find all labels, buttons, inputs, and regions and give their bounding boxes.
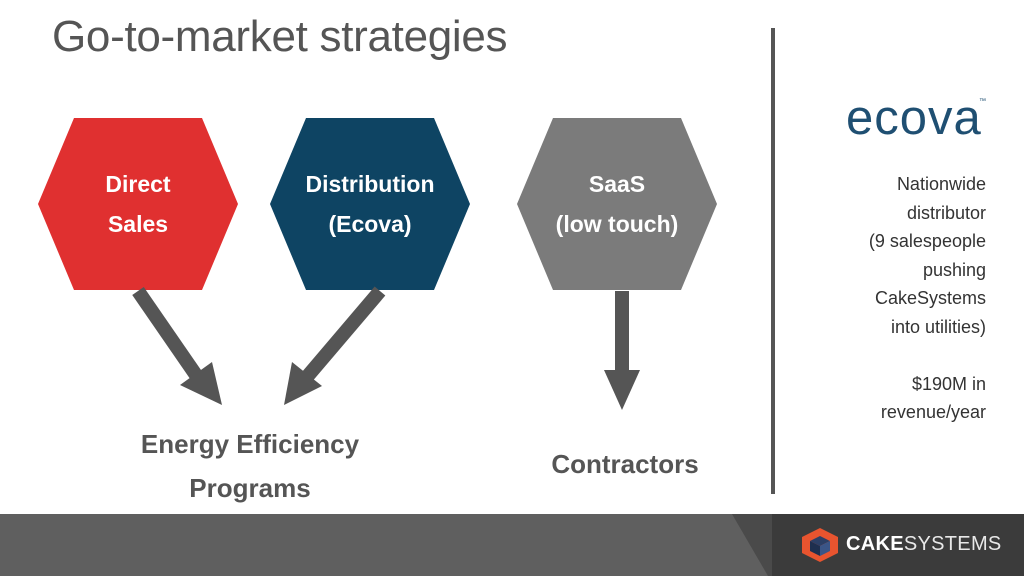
side-line: distributor	[906, 202, 986, 223]
hexagon-direct-sales-line1: Direct	[105, 171, 171, 197]
hexagon-distribution-line1: Distribution	[305, 171, 435, 197]
side-line: $190M in	[911, 373, 986, 394]
arrow-distribution-to-energy	[284, 286, 386, 405]
ecova-logo-tm: ™	[979, 98, 986, 105]
hexagon-distribution-label: Distribution (Ecova)	[270, 164, 470, 244]
target-energy-line2: Programs	[189, 473, 311, 503]
ecova-logo-text: ecova	[846, 91, 982, 145]
cakesystems-wordmark: CAKESYSTEMS	[846, 533, 1002, 556]
side-line: CakeSystems	[874, 288, 986, 308]
side-line: Nationwide	[896, 174, 986, 194]
arrow-direct-to-energy	[132, 287, 222, 405]
target-energy-efficiency: Energy Efficiency Programs	[100, 422, 400, 510]
side-line: (9 salespeople	[868, 231, 986, 251]
hexagon-direct-sales-line2: Sales	[107, 211, 169, 237]
hexagon-saas	[517, 118, 717, 290]
hexagon-distribution-line2: (Ecova)	[328, 211, 412, 237]
wordmark-bold: CAKE	[846, 533, 904, 555]
hexagon-direct-sales-label: Direct Sales	[38, 164, 238, 244]
ecova-logo: ecova ™	[846, 90, 996, 150]
wordmark-light: SYSTEMS	[903, 533, 1002, 555]
hexagon-saas-line1: SaaS	[588, 171, 646, 197]
target-contractors: Contractors	[551, 449, 699, 479]
footer-notch	[730, 514, 774, 576]
cake-cube-icon	[802, 528, 838, 562]
ecova-description: Nationwide distributor (9 salespeople pu…	[806, 170, 986, 427]
side-line: into utilities)	[890, 316, 986, 337]
hexagon-direct-sales	[38, 118, 238, 290]
target-energy-line1: Energy Efficiency	[140, 429, 360, 459]
hexagon-saas-line2: (low touch)	[555, 211, 679, 237]
side-line: pushing	[922, 259, 986, 280]
vertical-divider	[771, 28, 775, 494]
side-line-spacer	[806, 341, 986, 370]
hexagon-distribution	[270, 118, 470, 290]
hexagon-saas-label: SaaS (low touch)	[517, 164, 717, 244]
side-line: revenue/year	[880, 402, 986, 422]
arrow-saas-to-contractors	[604, 291, 640, 410]
page-title: Go-to-market strategies	[52, 12, 508, 61]
